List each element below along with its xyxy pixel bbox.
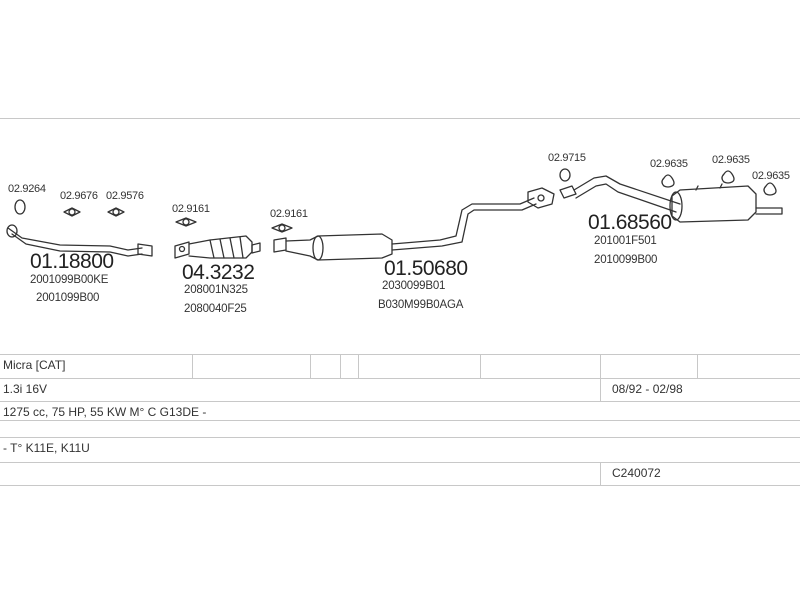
part-label-clamp: 02.9264: [8, 183, 46, 195]
table-line: [0, 378, 800, 379]
vehicle-engine: 1.3i 16V: [3, 382, 48, 396]
front-pipe-ref: 2001099B00: [36, 292, 100, 304]
rear-silencer-ref: 2010099B00: [594, 254, 658, 266]
table-line: [0, 420, 800, 421]
part-label-gasket: 02.9676: [60, 190, 98, 202]
rubber-mount-1: [661, 174, 675, 188]
part-label-gasket: 02.9161: [172, 203, 210, 215]
rubber-mount-3: [763, 182, 777, 196]
diagram-top-border: [0, 118, 800, 119]
gasket-ring: [559, 168, 571, 182]
table-divider: [697, 354, 698, 378]
vehicle-model: Micra [CAT]: [3, 358, 66, 372]
gasket-part-4: [271, 223, 293, 233]
exhaust-system-diagram: [6, 168, 783, 261]
part-label-gasket: 02.9161: [270, 208, 308, 220]
front-pipe-number[interactable]: 01.18800: [30, 250, 114, 273]
part-label-gasket: 02.9576: [106, 190, 144, 202]
gasket-part-3: [175, 217, 197, 227]
table-divider: [310, 354, 311, 378]
table-divider: [480, 354, 481, 378]
table-divider: [358, 354, 359, 378]
table-divider: [340, 354, 341, 378]
center-pipe-number[interactable]: 01.50680: [384, 257, 468, 280]
table-divider: [600, 462, 601, 485]
vehicle-years: 08/92 - 02/98: [612, 382, 683, 396]
part-label-rubber: 02.9635: [752, 170, 790, 182]
gasket-part-1: [63, 207, 81, 217]
clamp-ring: [14, 199, 26, 215]
catalyst-number[interactable]: 04.3232: [182, 261, 255, 284]
table-line: [0, 462, 800, 463]
rear-silencer-ref: 201001F501: [594, 235, 657, 247]
table-line: [0, 401, 800, 402]
front-pipe-shape: [6, 224, 153, 257]
rubber-mount-2: [721, 170, 735, 184]
table-line: [0, 354, 800, 355]
part-label-rubber: 02.9635: [712, 154, 750, 166]
table-divider: [600, 354, 601, 401]
catalyst-ref: 208001N325: [184, 284, 248, 296]
vehicle-types: - T° K11E, K11U: [3, 441, 90, 455]
vehicle-specs: 1275 cc, 75 HP, 55 KW M° C G13DE -: [3, 405, 207, 419]
table-line: [0, 437, 800, 438]
part-label-gasket: 02.9715: [548, 152, 586, 164]
table-line: [0, 485, 800, 486]
catalyst-shape: [174, 235, 261, 259]
system-code: C240072: [612, 466, 661, 480]
part-label-rubber: 02.9635: [650, 158, 688, 170]
center-pipe-ref: 2030099B01: [382, 280, 446, 292]
catalyst-ref: 2080040F25: [184, 303, 247, 315]
table-divider: [192, 354, 193, 378]
rear-silencer-shape: [559, 175, 783, 223]
rear-silencer-number[interactable]: 01.68560: [588, 211, 672, 234]
center-pipe-ref: B030M99B0AGA: [378, 299, 464, 311]
gasket-part-2: [107, 207, 125, 217]
front-pipe-ref: 2001099B00KE: [30, 274, 109, 286]
center-pipe-shape: [273, 187, 555, 261]
